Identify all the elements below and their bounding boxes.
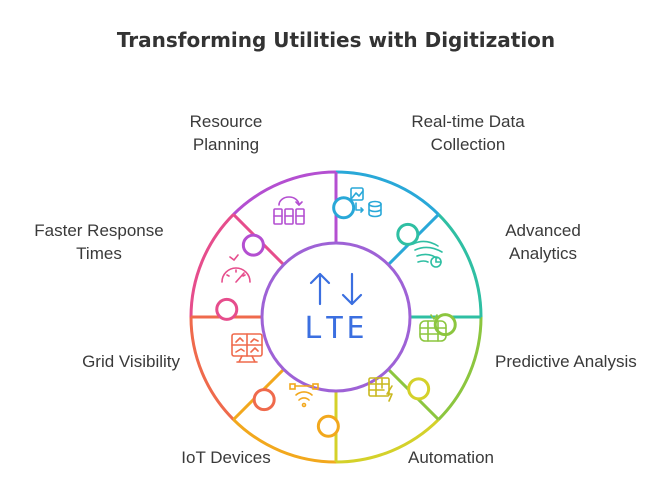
- segment-arc-predictive: [437, 316, 483, 421]
- wind-chart-icon: [412, 240, 443, 268]
- puzzle-knob: [215, 297, 239, 321]
- segment-label-iot: IoT Devices: [181, 448, 271, 467]
- puzzle-knob: [396, 222, 420, 246]
- segment-arc-analytics: [437, 213, 483, 318]
- up-down-arrows-icon: [309, 272, 363, 306]
- table-bolt-icon: [368, 377, 393, 402]
- segment-arc-grid: [189, 316, 235, 421]
- center-circle: [260, 241, 412, 393]
- segment-arc-automation: [335, 418, 440, 464]
- monitor-chart-icon: [231, 333, 263, 363]
- diagram-title: Transforming Utilities with Digitization: [116, 28, 556, 52]
- puzzle-knob: [252, 388, 276, 412]
- segment-label-predictive: Predictive Analysis: [495, 352, 637, 371]
- calendar-cycle-icon: [273, 196, 305, 225]
- puzzle-knob: [332, 196, 356, 220]
- gauge-icon: [221, 254, 251, 283]
- segment-arc-iot: [232, 418, 337, 464]
- center-label: LTE: [304, 311, 367, 346]
- puzzle-knob: [407, 377, 431, 401]
- segment-arc-response: [189, 213, 235, 318]
- puzzle-knob: [316, 414, 340, 438]
- puzzle-knob: [241, 233, 265, 257]
- archive-icon: [419, 314, 447, 342]
- segment-arc-realtime: [335, 170, 440, 216]
- segment-label-automation: Automation: [408, 448, 494, 467]
- image-database-icon: [350, 187, 382, 218]
- wifi-nodes-icon: [289, 383, 319, 408]
- segment-arc-planning: [232, 170, 337, 216]
- segment-label-grid: Grid Visibility: [82, 352, 180, 371]
